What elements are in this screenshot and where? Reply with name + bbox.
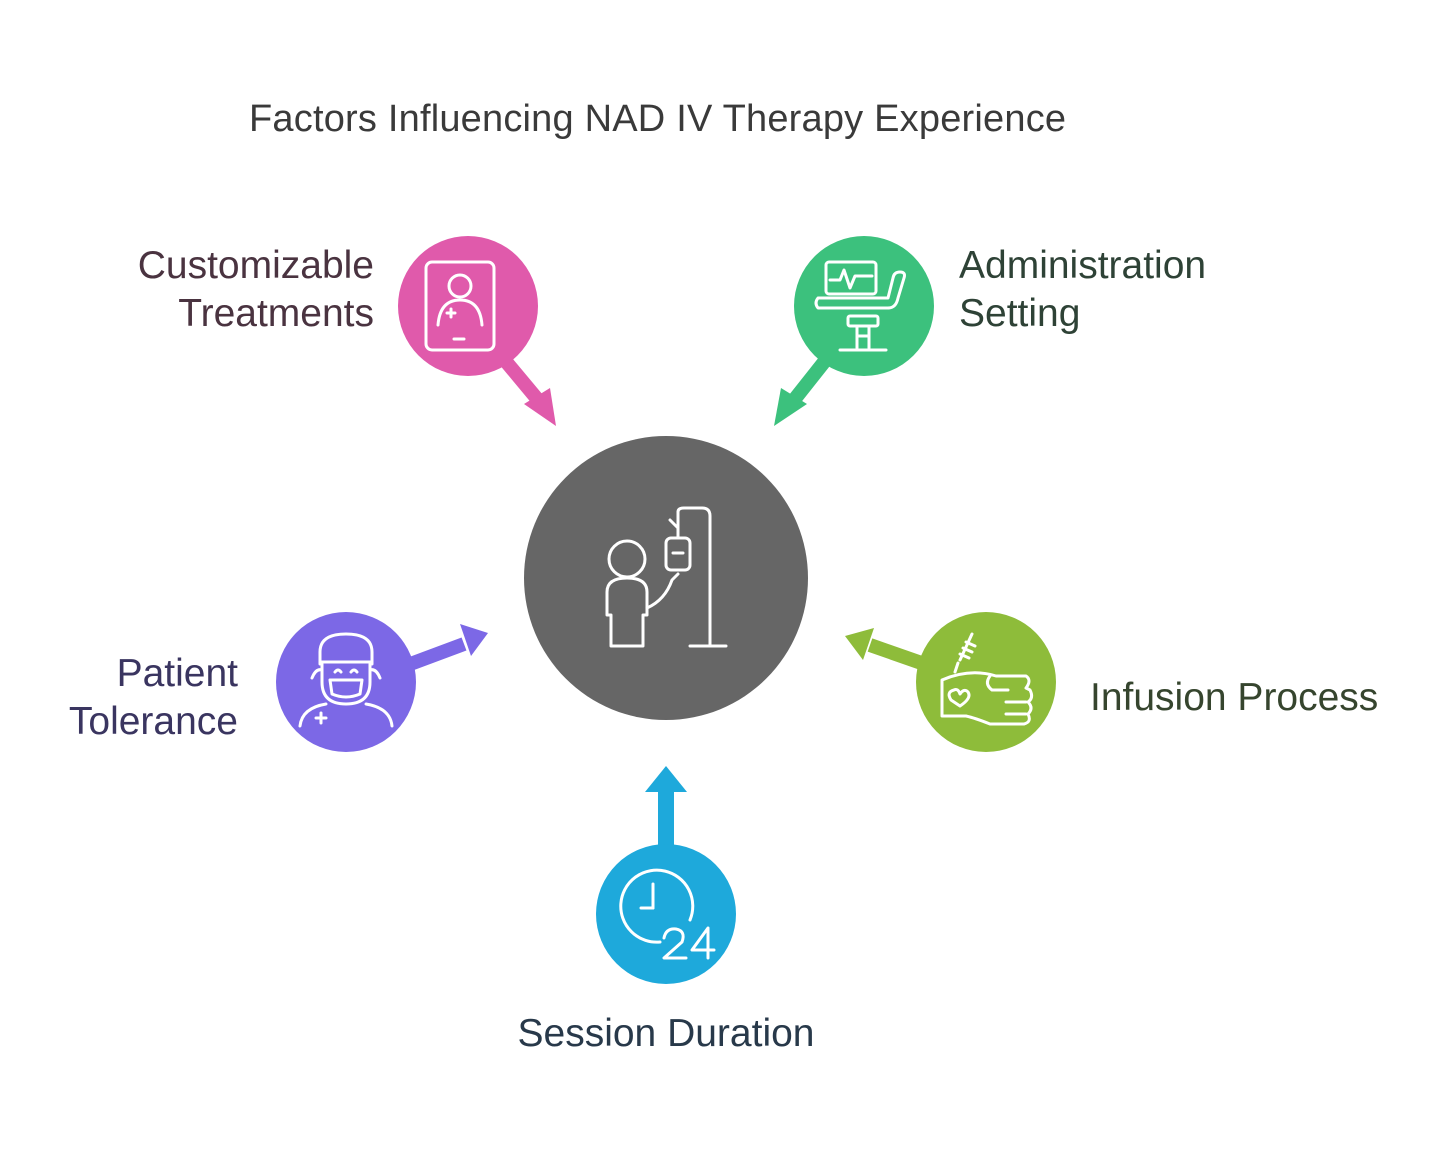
node-patient xyxy=(276,612,416,752)
center-node xyxy=(524,436,808,720)
label-line: Treatments xyxy=(178,292,374,335)
label-line: Tolerance xyxy=(68,700,238,743)
label-infusion-process: Infusion Process xyxy=(1090,674,1378,722)
syringe-hand-icon xyxy=(940,632,1034,726)
label-line: Administration xyxy=(959,244,1207,287)
node-session xyxy=(596,844,736,984)
label-line: Customizable xyxy=(137,244,374,287)
label-line: Session Duration xyxy=(517,1012,815,1055)
patient-iv-drip-icon xyxy=(605,506,728,648)
label-line: Infusion Process xyxy=(1090,676,1379,719)
arrow-infusion xyxy=(845,628,933,673)
patient-profile-tablet-icon xyxy=(424,260,496,352)
arrow-patient xyxy=(402,624,488,673)
center-circle xyxy=(524,436,808,720)
label-line: Setting xyxy=(959,292,1081,335)
node-administration xyxy=(794,236,934,376)
clock-24-icon xyxy=(619,868,716,960)
arrow-session xyxy=(645,766,687,850)
medical-chair-monitor-icon xyxy=(814,260,906,352)
node-customizable xyxy=(398,236,538,376)
diagram-title: Factors Influencing NAD IV Therapy Exper… xyxy=(249,98,1067,140)
masked-patient-icon xyxy=(298,632,394,728)
node-infusion xyxy=(916,612,1056,752)
arrow-administration xyxy=(774,347,838,426)
label-customizable-treatments: Customizable Treatments xyxy=(138,242,374,338)
label-administration-setting: Administration Setting xyxy=(959,242,1206,338)
label-line: Patient xyxy=(116,652,238,695)
label-patient-tolerance: Patient Tolerance xyxy=(69,650,238,746)
label-session-duration: Session Duration xyxy=(515,1010,817,1058)
